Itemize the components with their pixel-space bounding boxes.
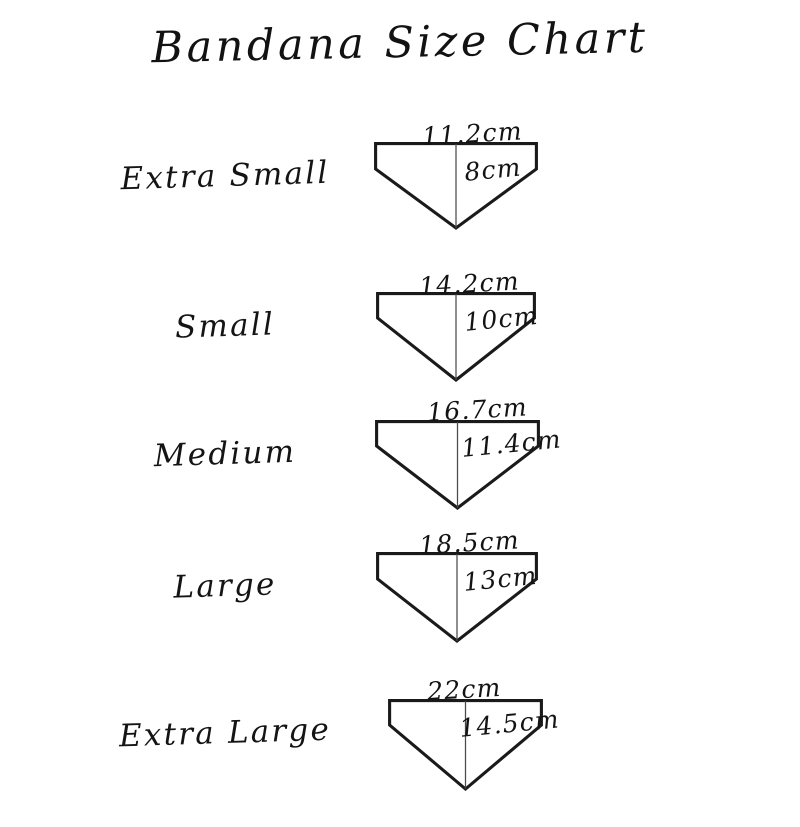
size-name-label: Extra Large — [118, 711, 332, 755]
bandana-shape-svg — [376, 552, 538, 643]
width-dimension-label: 18.5cm — [418, 525, 521, 560]
size-name-label: Medium — [153, 433, 297, 475]
bandana-shape-svg — [388, 699, 543, 792]
size-name-label: Extra Small — [120, 154, 330, 198]
page-title: Bandana Size Chart — [150, 12, 650, 74]
height-dimension-label: 8cm — [463, 152, 523, 187]
width-dimension-label: 16.7cm — [426, 392, 529, 427]
bandana-shape-svg — [375, 420, 540, 510]
size-name-label: Large — [172, 566, 278, 606]
width-dimension-label: 22cm — [426, 672, 503, 706]
width-dimension-label: 11.2cm — [421, 116, 524, 151]
size-name-label: Small — [174, 306, 276, 346]
width-dimension-label: 14.2cm — [418, 266, 521, 301]
bandana-shape-svg — [376, 292, 536, 382]
bandana-shape-svg — [374, 142, 538, 230]
